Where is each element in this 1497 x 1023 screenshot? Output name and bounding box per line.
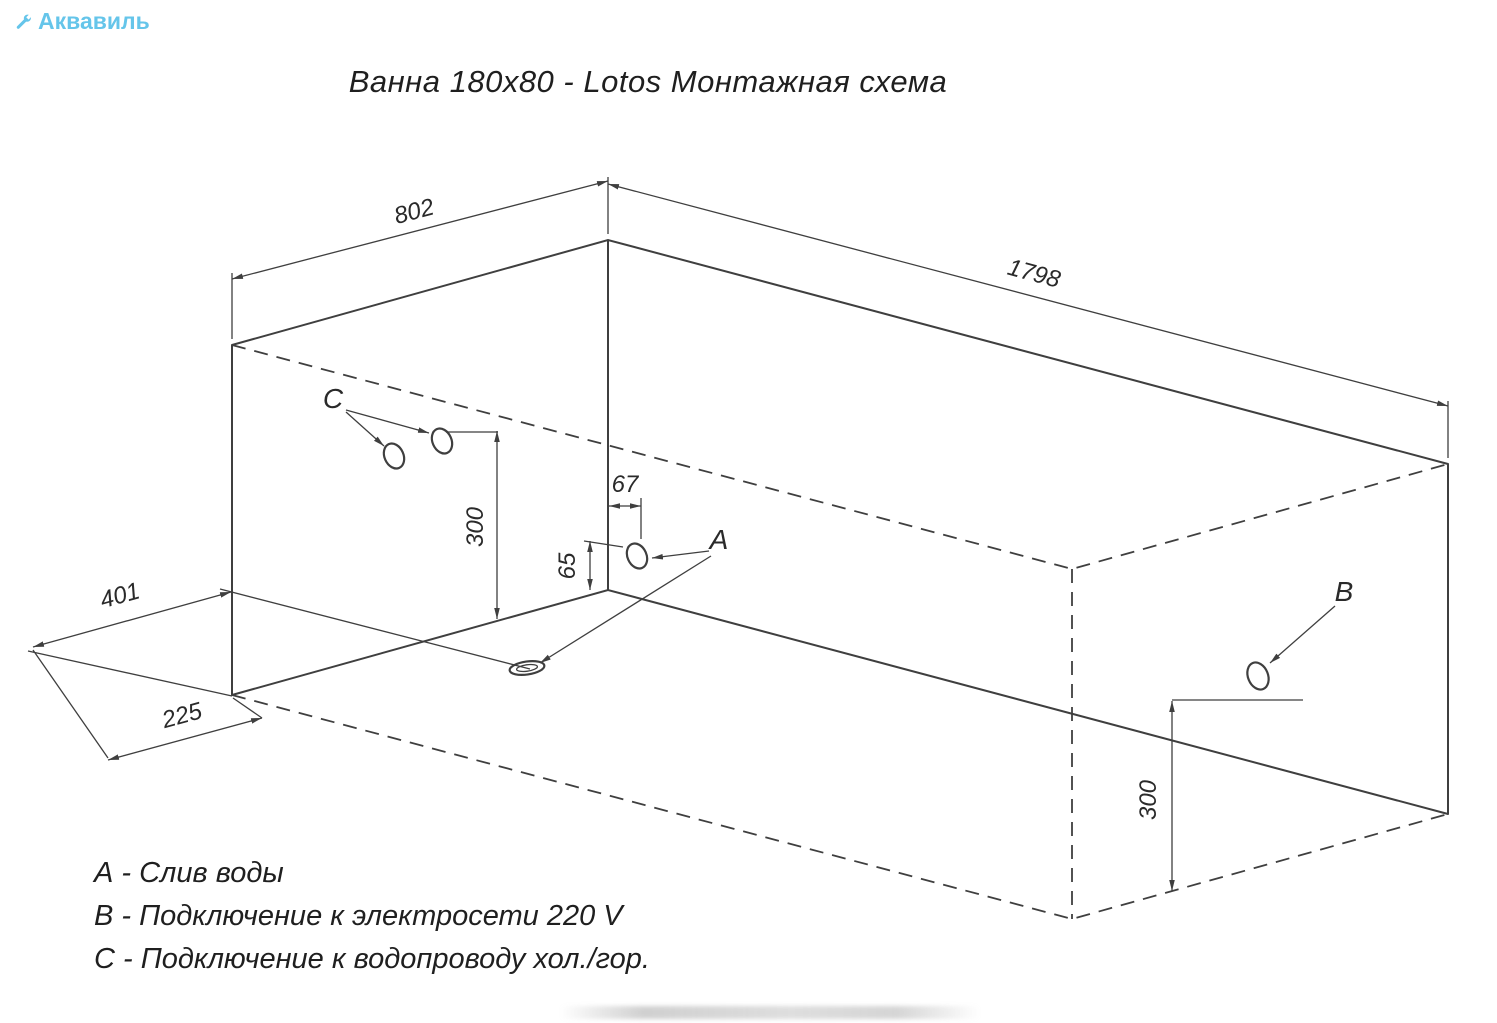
brand-logo-text: Аквавиль [38, 8, 150, 34]
dimension-line [107, 717, 263, 761]
dim-b300-label: 300 [1135, 779, 1162, 820]
dim-401-label: 401 [97, 577, 143, 614]
dimension-802: 802 [231, 177, 609, 339]
extension-lines [583, 540, 624, 548]
dim-802-label: 802 [391, 194, 437, 230]
dimension-line [32, 591, 232, 648]
dimension-b-300: 300 [1135, 699, 1303, 891]
dimension-line [231, 180, 609, 280]
leader-arrow [1269, 605, 1336, 664]
dimension-401: 401 [27, 577, 531, 759]
marker-c-label: C [323, 383, 344, 414]
electric-connection-circle [1246, 661, 1270, 691]
extension-lines [27, 588, 531, 759]
leader-arrow [539, 555, 712, 664]
legend-item-c: С - Подключение к водопроводу хол./гор. [94, 943, 650, 975]
connection-a: 67 65 A [508, 471, 729, 676]
bathtub-hidden-edges [231, 344, 1449, 920]
drain-connection-circle [625, 542, 649, 570]
legend-item-a: А - Слив воды [94, 857, 284, 889]
leader-arrow [651, 550, 710, 560]
water-connection-circle-1 [382, 442, 406, 470]
dim-65-label: 65 [554, 552, 581, 579]
dimension-1798: 1798 [607, 183, 1449, 458]
dimension-c-300: 300 [446, 431, 500, 619]
legend: А - Слив воды В - Подключение к электрос… [94, 852, 650, 981]
marker-a-label: A [708, 524, 729, 555]
floor-drain-ellipse [508, 660, 546, 676]
bottom-watermark [560, 1006, 980, 1019]
bathtub-visible-edges [231, 238, 1449, 815]
dim-225-label: 225 [158, 697, 205, 734]
diagram-title: Ванна 180x80 - Lotos Монтажная схема [348, 64, 948, 99]
dimension-225: 225 [107, 697, 263, 761]
water-connection-circle-2 [430, 427, 454, 455]
brand-logo: Аквавиль [13, 8, 150, 35]
wrench-icon [16, 14, 32, 29]
dimension-line [607, 183, 1449, 407]
dimension-67: 67 [609, 471, 642, 539]
dimension-65: 65 [554, 540, 624, 590]
dim-67-label: 67 [612, 471, 640, 498]
leader-arrow [345, 411, 385, 447]
legend-item-b: В - Подключение к электросети 220 V [94, 900, 623, 932]
dim-1798-label: 1798 [1005, 254, 1064, 294]
connection-b: B 300 [1135, 576, 1353, 891]
leader-arrow [345, 409, 430, 434]
floor-drain-inner [515, 663, 539, 673]
marker-b-label: B [1335, 576, 1354, 607]
connection-c: C [323, 383, 454, 470]
extension-lines [232, 697, 263, 719]
dim-c300-label: 300 [462, 506, 489, 547]
